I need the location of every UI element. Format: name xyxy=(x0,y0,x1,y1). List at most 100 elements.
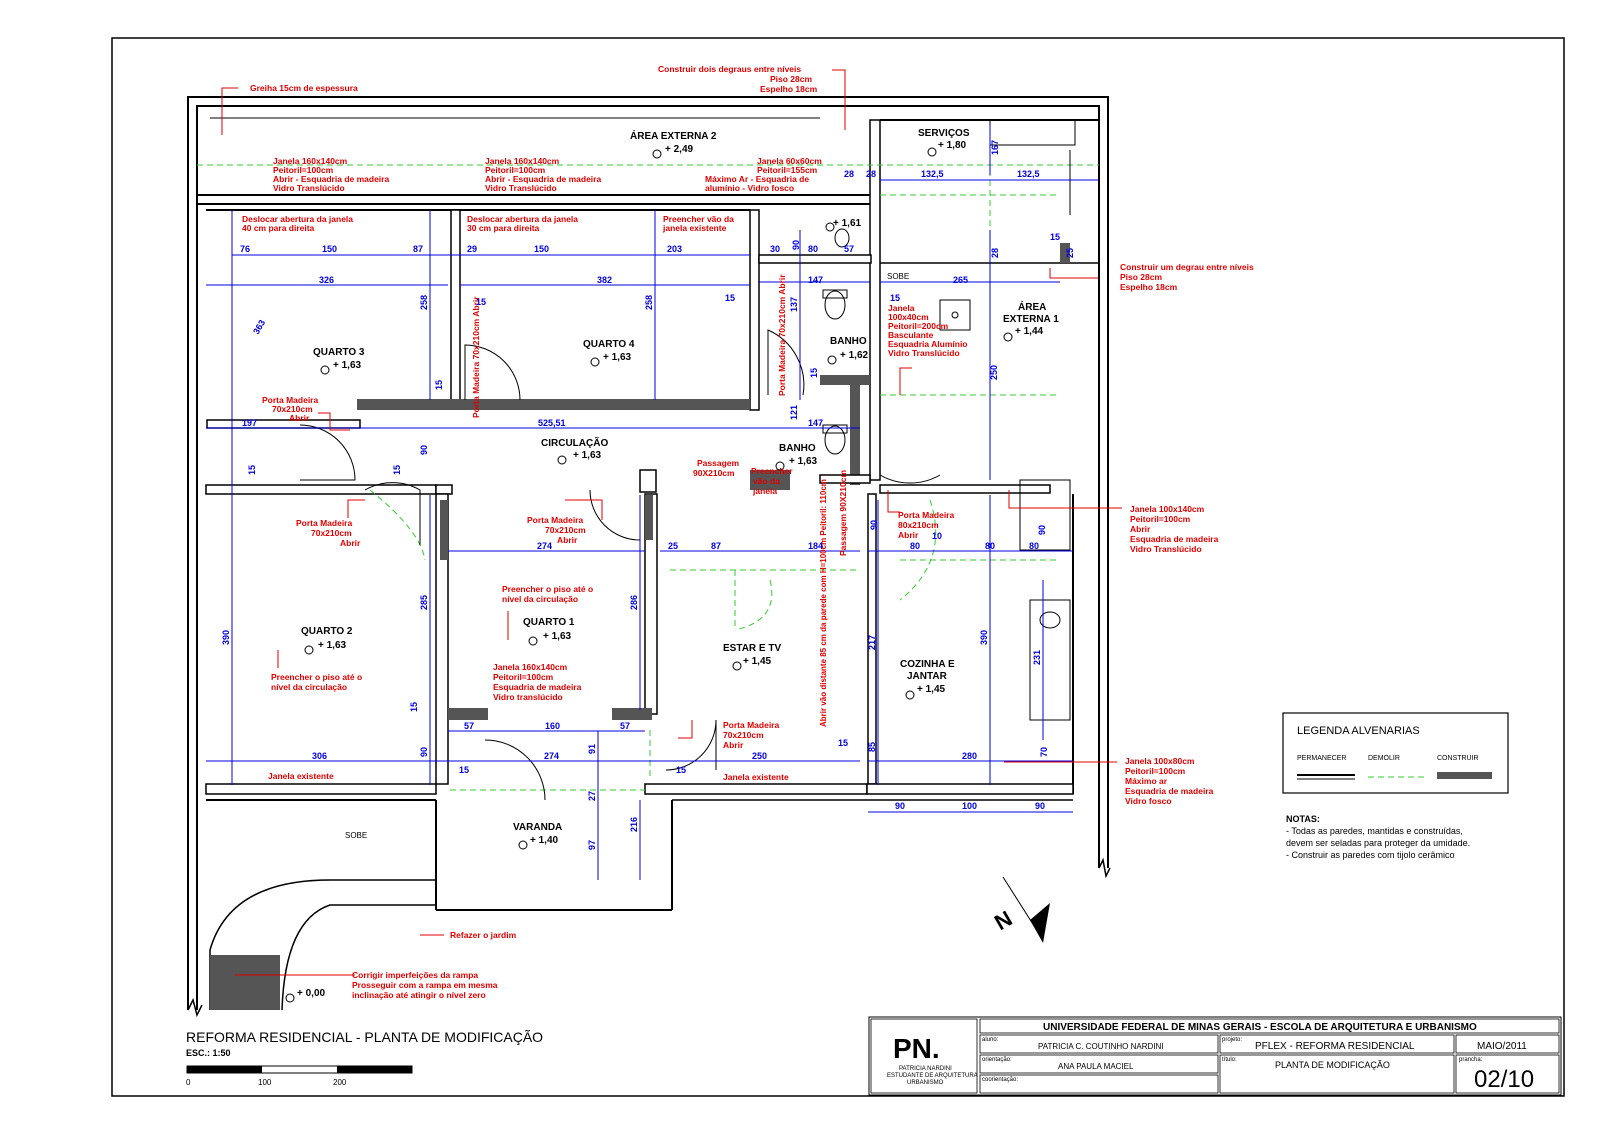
note-porta-q2-2: 70x210cm xyxy=(311,528,352,538)
level-quarto3: + 1,63 xyxy=(333,360,362,371)
dim-203: 203 xyxy=(667,244,682,254)
room-quarto4: QUARTO 4 xyxy=(583,339,635,350)
note-janela-coz-2: Peitoril=100cm xyxy=(1130,514,1191,524)
dim-30: 30 xyxy=(770,244,780,254)
level-varanda: + 1,40 xyxy=(530,835,559,846)
note-porta-q1-2: 70x210cm xyxy=(545,525,586,535)
room-banho1: BANHO xyxy=(830,336,867,347)
sobe-label-1: SOBE xyxy=(887,272,909,281)
note-preencher-janela-1: Preencher xyxy=(751,466,793,476)
drawing-title-block: REFORMA RESIDENCIAL - PLANTA DE MODIFICA… xyxy=(186,1029,543,1087)
north-arrow: N xyxy=(990,876,1050,943)
level-banho2: + 1,63 xyxy=(789,456,818,467)
room-quarto1: QUARTO 1 xyxy=(523,617,575,628)
notas-line-1: - Todas as paredes, mantidas e construíd… xyxy=(1286,826,1463,836)
note-porta-q2-1: Porta Madeira xyxy=(296,518,352,528)
note-janela-banho-5: Esquadria Alumínio xyxy=(888,339,968,349)
dim-137: 137 xyxy=(789,297,799,312)
annotations: Greiha 15cm de espessura Construir dois … xyxy=(242,64,1254,1000)
note-janela-q1-4: Vidro translúcido xyxy=(493,692,563,702)
dim-286: 286 xyxy=(629,595,639,610)
level-circulacao: + 1,63 xyxy=(573,450,602,461)
dimension-lines xyxy=(206,125,1099,880)
demolish-lines xyxy=(197,150,1099,791)
dim-285: 285 xyxy=(419,595,429,610)
level-wc: + 1,61 xyxy=(833,218,862,229)
tb-logo: PN. xyxy=(893,1033,940,1064)
note-janela-60-3: Máximo Ar - Esquadria de xyxy=(705,174,809,184)
note-preencher-vao-1: Preencher vão da xyxy=(663,214,734,224)
tb-orientacao: ANA PAULA MACIEL xyxy=(1058,1062,1134,1071)
dim-70: 70 xyxy=(1039,747,1049,757)
notas-title: NOTAS: xyxy=(1286,814,1320,824)
note-passagem-2: 90X210cm xyxy=(693,468,735,478)
tb-coorientacao-label: coorientação: xyxy=(982,1077,1018,1083)
note-janela-q3-4: Vidro Translúcido xyxy=(273,183,345,193)
note-janela-60-2: Peitoril=155cm xyxy=(757,165,818,175)
note-degraus-3: Espelho 18cm xyxy=(760,84,818,94)
north-label: N xyxy=(990,906,1016,936)
note-janela-100x80-5: Vidro fosco xyxy=(1125,796,1172,806)
dim-258b: 258 xyxy=(644,295,654,310)
dim-80c: 80 xyxy=(985,541,995,551)
dim-390b: 390 xyxy=(979,630,989,645)
note-janela-coz-3: Abrir xyxy=(1130,524,1151,534)
dim-132b: 132,5 xyxy=(1017,169,1040,179)
note-degrau-2: Piso 28cm xyxy=(1120,272,1162,282)
dim-167: 167 xyxy=(990,140,1000,155)
note-janela-q1-3: Esquadria de madeira xyxy=(493,682,582,692)
tb-titulo: PLANTA DE MODIFICAÇÃO xyxy=(1275,1060,1390,1070)
note-abrir-vao: Abrir vão distante 85 cm da parede com H… xyxy=(819,479,828,727)
note-janela-100x80-3: Máximo ar xyxy=(1125,776,1168,786)
room-varanda: VARANDA xyxy=(513,822,562,833)
dim-87b: 87 xyxy=(711,541,721,551)
note-degraus-2: Piso 28cm xyxy=(770,74,812,84)
dim-121: 121 xyxy=(789,405,799,420)
dim-28c: 28 xyxy=(990,248,1000,258)
note-deslocar-q4-1: Deslocar abertura da janela xyxy=(467,214,578,224)
note-porta-varanda-3: Abrir xyxy=(723,740,744,750)
note-janela-100x80-2: Peitoril=100cm xyxy=(1125,766,1186,776)
dim-80a: 80 xyxy=(808,244,818,254)
note-porta-q1-3: Abrir xyxy=(557,535,578,545)
scale-100: 100 xyxy=(258,1078,272,1087)
note-passagem-vert: Passagem 90X210cm xyxy=(838,470,848,556)
dim-15a: 15 xyxy=(476,297,486,307)
note-janela-60-4: alumínio - Vidro fosco xyxy=(705,183,794,193)
dim-90d: 90 xyxy=(1037,525,1047,535)
dim-80b: 80 xyxy=(910,541,920,551)
notas-line-3: - Construir as paredes com tijolo cerâmi… xyxy=(1286,850,1455,860)
dim-90c: 90 xyxy=(869,520,879,530)
dim-147a: 147 xyxy=(808,275,823,285)
annotation-leaders xyxy=(221,69,1122,976)
note-preencher-janela-2: vão da xyxy=(753,476,780,486)
dim-90e: 90 xyxy=(419,747,429,757)
dim-197: 197 xyxy=(242,418,257,428)
note-deslocar-q3-2: 40 cm para direita xyxy=(242,223,315,233)
level-estar: + 1,45 xyxy=(743,656,772,667)
note-preencher-vao-2: janela existente xyxy=(662,223,727,233)
dim-87a: 87 xyxy=(413,244,423,254)
tb-logo-sub-3: URBANISMO xyxy=(907,1080,944,1086)
note-porta-q3-2: 70x210cm xyxy=(272,404,313,414)
dim-15d: 15 xyxy=(1050,232,1060,242)
note-janela-100x80-4: Esquadria de madeira xyxy=(1125,786,1214,796)
dim-390a: 390 xyxy=(221,630,231,645)
dim-150a: 150 xyxy=(322,244,337,254)
dim-100: 100 xyxy=(962,801,977,811)
tb-prancha-label: prancha: xyxy=(1459,1057,1483,1063)
note-porta-vert-2: Porta Madeira 70x210cm Abrir xyxy=(777,274,787,396)
dim-80d: 80 xyxy=(1029,541,1039,551)
note-preencher-q2-2: nível da circulação xyxy=(271,682,347,692)
dim-258a: 258 xyxy=(419,295,429,310)
note-porta-q3-3: Abrir xyxy=(289,413,310,423)
note-degraus-1: Construir dois degraus entre níveis xyxy=(658,64,801,74)
note-janela-100x80-1: Janela 100x80cm xyxy=(1125,756,1195,766)
level-quarto2: + 1,63 xyxy=(318,640,347,651)
note-porta-vert-1: Porta Madeira 70x210cm Abrir xyxy=(471,296,481,418)
room-area-externa-2: ÁREA EXTERNA 2 xyxy=(630,129,717,142)
dim-25b: 25 xyxy=(668,541,678,551)
level-area-externa-2: + 2,49 xyxy=(665,144,694,155)
note-janela-banho-1: Janela xyxy=(888,303,915,313)
legend-construir: CONSTRUIR xyxy=(1437,755,1479,762)
